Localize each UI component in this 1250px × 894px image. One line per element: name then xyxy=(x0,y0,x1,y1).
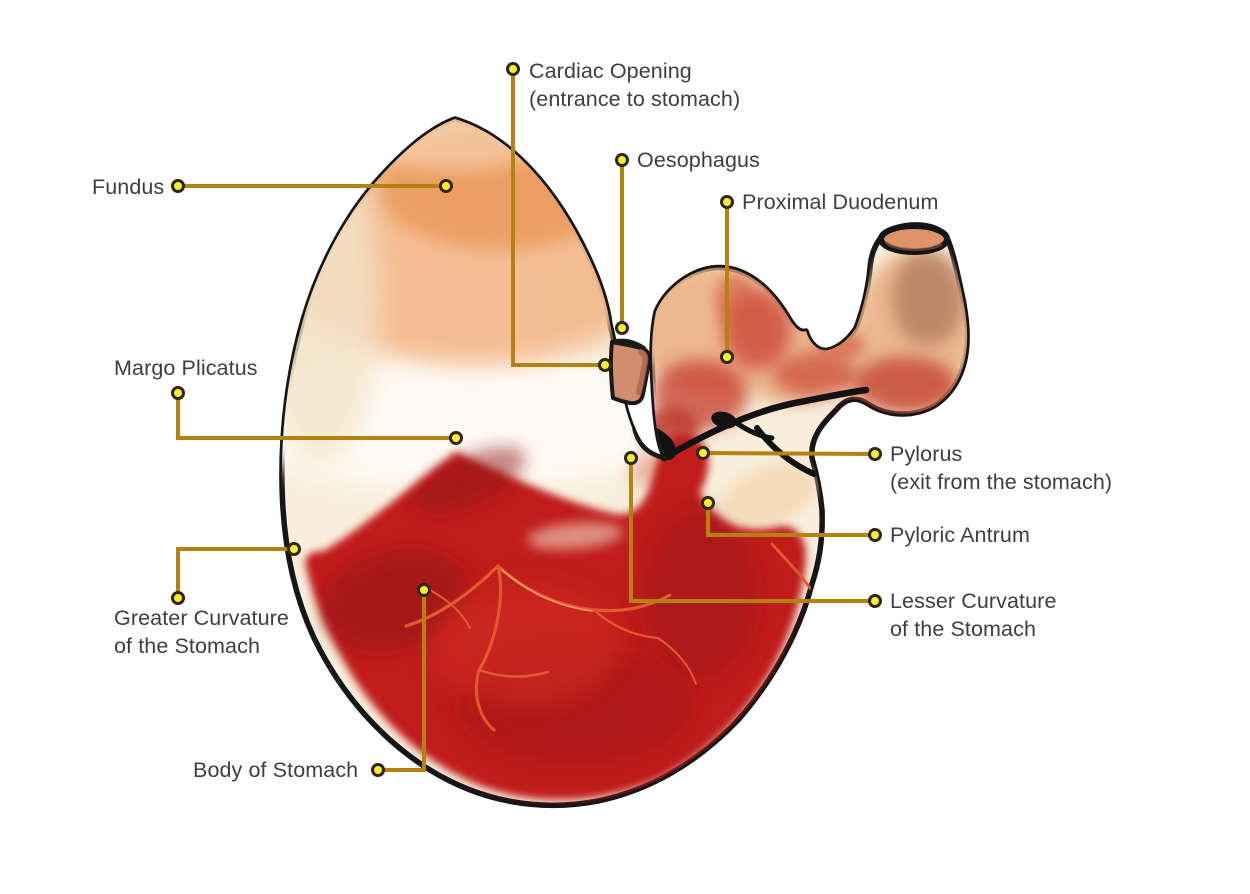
label-pyloric-antrum: Pyloric Antrum xyxy=(890,521,1030,549)
margo-plicatus-marker-text-end xyxy=(171,386,185,400)
label-greater-curvature: Greater Curvature of the Stomach xyxy=(114,604,289,660)
label-greater-curvature-line2: of the Stomach xyxy=(114,634,261,658)
fundus-marker-text-end xyxy=(171,179,185,193)
leader-lines xyxy=(176,69,876,772)
duodenum-brown-smudge xyxy=(892,250,964,346)
duodenum-opening-rim xyxy=(878,223,950,255)
oesophagus-marker-target xyxy=(615,321,629,335)
fundus-marker-target xyxy=(439,179,453,193)
label-cardiac-opening: Cardiac Opening (entrance to stomach) xyxy=(529,57,740,113)
body-of-stomach-marker-target xyxy=(417,583,431,597)
greater-curvature-marker-target xyxy=(287,542,301,556)
pyloric-antrum-marker-text-end xyxy=(868,528,882,542)
label-proximal-duodenum-line1: Proximal Duodenum xyxy=(742,190,939,214)
label-margo-plicatus-line1: Margo Plicatus xyxy=(114,356,258,380)
lesser-curvature-marker-target xyxy=(624,451,638,465)
label-greater-curvature-line1: Greater Curvature xyxy=(114,606,289,630)
cardiac-opening-leader-line xyxy=(511,69,605,367)
pylorus-marker-text-end xyxy=(868,447,882,461)
cardiac-opening-marker-target xyxy=(598,358,612,372)
greater-curvature-marker-text-end xyxy=(171,591,185,605)
label-proximal-duodenum: Proximal Duodenum xyxy=(742,188,938,216)
lesser-curvature-leader-line xyxy=(629,458,875,603)
pyloric-canal-band xyxy=(723,463,817,527)
label-lesser-curvature-line1: Lesser Curvature xyxy=(890,589,1057,613)
label-fundus: Fundus xyxy=(92,173,164,201)
pyloric-antrum-marker-target xyxy=(701,496,715,510)
stomach-interior-shading xyxy=(281,119,968,800)
greater-curvature-leader-line xyxy=(176,547,294,598)
lesser-curvature-marker-text-end xyxy=(868,594,882,608)
pylorus-marker-target xyxy=(696,446,710,460)
oesophagus-tube xyxy=(608,338,652,406)
label-margo-plicatus: Margo Plicatus xyxy=(114,354,258,382)
label-pylorus: Pylorus (exit from the stomach) xyxy=(890,440,1112,496)
proximal-duodenum-marker-text-end xyxy=(720,195,734,209)
margo-plicatus-marker-target xyxy=(449,431,463,445)
label-cardiac-opening-line1: Cardiac Opening xyxy=(529,59,692,83)
leader-markers xyxy=(171,62,882,777)
label-fundus-line1: Fundus xyxy=(92,175,165,199)
label-pylorus-line1: Pylorus xyxy=(890,442,963,466)
label-cardiac-opening-line2: (entrance to stomach) xyxy=(529,87,741,111)
label-oesophagus: Oesophagus xyxy=(637,146,760,174)
label-body-of-stomach: Body of Stomach xyxy=(193,756,358,784)
proximal-duodenum-marker-target xyxy=(720,350,734,364)
label-pylorus-line2: (exit from the stomach) xyxy=(890,470,1113,494)
margo-plicatus-leader-line xyxy=(176,393,456,440)
label-oesophagus-line1: Oesophagus xyxy=(637,148,760,172)
label-lesser-curvature: Lesser Curvature of the Stomach xyxy=(890,587,1057,643)
label-pyloric-antrum-line1: Pyloric Antrum xyxy=(890,523,1030,547)
pyloric-antrum-leader-line xyxy=(706,503,875,537)
label-lesser-curvature-line2: of the Stomach xyxy=(890,617,1037,641)
oesophagus-marker-text-end xyxy=(615,153,629,167)
cardiac-opening-marker-text-end xyxy=(506,62,520,76)
body-of-stomach-marker-text-end xyxy=(371,763,385,777)
label-body-of-stomach-line1: Body of Stomach xyxy=(193,758,359,782)
body-of-stomach-leader-line xyxy=(378,590,426,772)
pylorus-leader-line xyxy=(702,451,876,456)
